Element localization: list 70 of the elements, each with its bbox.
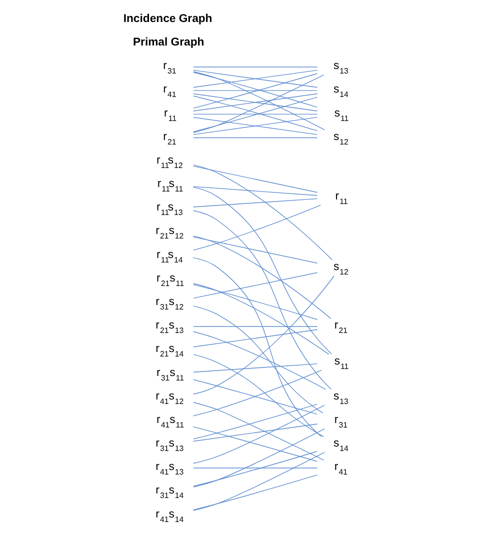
node-text: r$_{11}$s$_{11}$ bbox=[156, 178, 183, 194]
connector bbox=[192, 164, 332, 260]
connector bbox=[192, 326, 318, 327]
connector bbox=[192, 404, 318, 440]
connector bbox=[192, 90, 318, 91]
node-text: r$_{21}$s$_{13}$ bbox=[155, 320, 184, 336]
node-text: r$_{31}$s$_{14}$ bbox=[155, 484, 184, 500]
node-text: s$_{13}$ bbox=[332, 390, 348, 406]
node-text: r$_{21}$ bbox=[162, 130, 176, 146]
connector bbox=[192, 204, 320, 251]
connector bbox=[192, 354, 324, 437]
label: Incidence Graph bbox=[122, 12, 212, 25]
node-text: r$_{11}$s$_{12}$ bbox=[156, 154, 182, 170]
connector bbox=[192, 424, 318, 442]
connector bbox=[192, 93, 318, 112]
connector bbox=[192, 137, 318, 138]
connector bbox=[192, 186, 332, 355]
connector bbox=[192, 331, 326, 390]
node-text: s$_{12}$ bbox=[332, 261, 348, 277]
node-text: r$_{31}$s$_{11}$ bbox=[156, 366, 184, 382]
node-text: r$_{41}$s$_{12}$ bbox=[155, 390, 184, 406]
node-text: r$_{31}$s$_{13}$ bbox=[155, 438, 184, 454]
node-text: r$_{11}$ bbox=[334, 190, 348, 206]
connector bbox=[192, 166, 318, 193]
connector bbox=[192, 66, 318, 68]
node-text: r$_{11}$s$_{13}$ bbox=[156, 202, 182, 218]
connector bbox=[192, 186, 318, 196]
connector bbox=[192, 70, 318, 88]
connector bbox=[192, 426, 317, 462]
node-text: r$_{11}$s$_{14}$ bbox=[156, 248, 182, 264]
label: Primal Graph bbox=[132, 36, 204, 48]
connector bbox=[192, 379, 317, 415]
node-text: r$_{41}$s$_{13}$ bbox=[155, 461, 184, 477]
connector bbox=[192, 236, 318, 264]
node-text: r$_{41}$ bbox=[162, 84, 176, 100]
connector bbox=[192, 114, 318, 115]
connector bbox=[192, 329, 318, 348]
connector bbox=[192, 210, 332, 390]
connector bbox=[192, 451, 318, 487]
node-text: r$_{31}$ bbox=[334, 414, 347, 430]
node-text: s$_{14}$ bbox=[332, 438, 348, 454]
node-text: r$_{21}$s$_{11}$ bbox=[156, 272, 184, 288]
connector bbox=[192, 452, 324, 511]
node-text: r$_{41}$ bbox=[334, 461, 347, 477]
node-text: r$_{41}$s$_{14}$ bbox=[155, 508, 184, 524]
connector bbox=[192, 370, 322, 416]
node-text: r$_{31}$ bbox=[162, 60, 176, 76]
node-text: s$_{11}$ bbox=[334, 107, 348, 123]
connector bbox=[192, 198, 318, 208]
connector bbox=[192, 117, 318, 135]
connector bbox=[192, 474, 318, 510]
node-text: r$_{21}$s$_{12}$ bbox=[155, 225, 184, 241]
node-text: s$_{13}$ bbox=[332, 60, 348, 76]
node-text: s$_{14}$ bbox=[332, 84, 348, 100]
connector bbox=[192, 272, 318, 299]
node-text: r$_{11}$ bbox=[163, 107, 176, 123]
connector bbox=[192, 428, 324, 488]
node-text: r$_{21}$s$_{14}$ bbox=[155, 343, 184, 359]
connector bbox=[192, 306, 323, 414]
node-text: r$_{41}$s$_{11}$ bbox=[156, 414, 184, 430]
connector bbox=[192, 363, 318, 372]
connector bbox=[192, 276, 334, 394]
node-text: s$_{12}$ bbox=[332, 130, 348, 146]
node-text: r$_{21}$ bbox=[334, 320, 347, 336]
connector bbox=[192, 257, 322, 437]
node-text: s$_{11}$ bbox=[334, 355, 348, 371]
connector bbox=[192, 236, 331, 319]
connector bbox=[192, 283, 329, 355]
connector bbox=[192, 284, 318, 320]
node-text: r$_{31}$s$_{12}$ bbox=[155, 296, 184, 312]
